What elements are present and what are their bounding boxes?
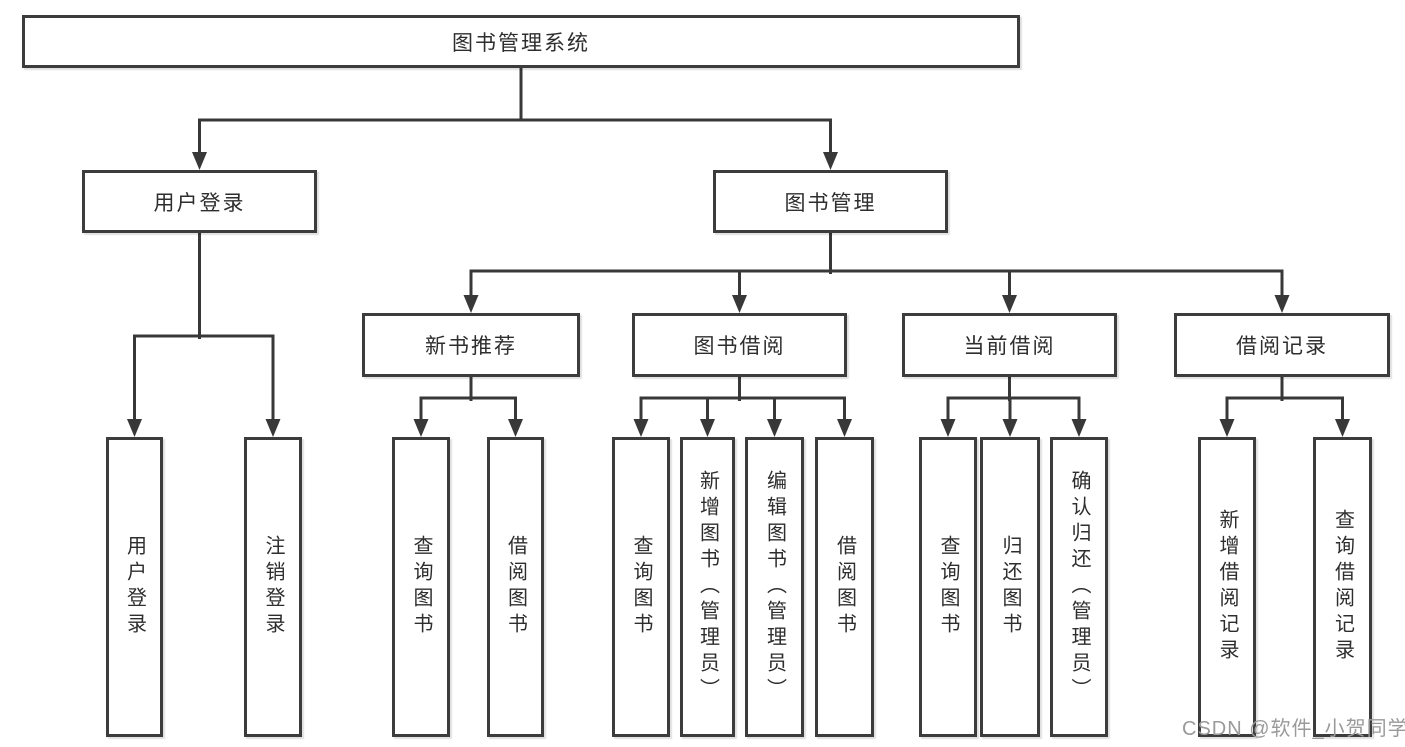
node-label: 新增借阅记录 (1216, 509, 1238, 665)
arrowhead (1071, 419, 1087, 437)
arrowhead (1002, 295, 1017, 313)
arrowhead (633, 419, 649, 437)
arrowhead (265, 419, 281, 437)
node-book-management: 图书管理 (713, 170, 948, 233)
node-label: 确认归还（管理员） (1068, 470, 1090, 704)
node-user-login-action: 用户登录 (106, 437, 163, 737)
arrowhead (127, 419, 142, 437)
node-query-books-current: 查询图书 (919, 437, 977, 737)
arrowhead (192, 152, 207, 170)
node-confirm-return-admin: 确认归还（管理员） (1050, 437, 1108, 737)
node-new-book-recommendation: 新书推荐 (362, 313, 580, 377)
node-label: 查询借阅记录 (1331, 509, 1354, 665)
node-borrow-books-recommend: 借阅图书 (487, 437, 544, 737)
node-current-borrowing: 当前借阅 (902, 313, 1117, 377)
node-label: 归还图书 (999, 535, 1021, 639)
arrowhead (463, 295, 479, 313)
node-user-login: 用户登录 (82, 170, 317, 233)
node-library-system: 图书管理系统 (22, 15, 1020, 68)
node-logout-action: 注销登录 (244, 437, 302, 737)
node-add-borrow-record: 新增借阅记录 (1198, 437, 1256, 737)
arrowhead (508, 419, 523, 437)
node-label: 图书管理系统 (452, 31, 590, 55)
node-label: 查询图书 (630, 535, 652, 639)
arrowhead (823, 152, 838, 170)
node-label: 借阅记录 (1236, 335, 1328, 358)
arrowhead (700, 419, 715, 437)
node-borrow-books: 借阅图书 (815, 437, 874, 737)
node-label: 借阅图书 (833, 535, 856, 639)
node-label: 查询图书 (937, 535, 959, 639)
arrowhead (732, 295, 747, 313)
arrowhead (1274, 295, 1290, 313)
node-borrowing-records: 借阅记录 (1174, 313, 1390, 377)
node-book-borrowing: 图书借阅 (632, 313, 847, 377)
node-edit-books-admin: 编辑图书（管理员） (745, 437, 804, 737)
node-add-books-admin: 新增图书（管理员） (680, 437, 735, 737)
node-label: 新书推荐 (425, 335, 517, 358)
node-query-borrow-record: 查询借阅记录 (1313, 437, 1372, 737)
arrowhead (767, 419, 782, 437)
arrowhead (1002, 419, 1018, 437)
node-label: 新增图书（管理员） (696, 470, 719, 704)
node-label: 图书借阅 (693, 335, 786, 358)
node-label: 注销登录 (262, 535, 284, 639)
node-label: 借阅图书 (504, 535, 527, 639)
node-return-books: 归还图书 (980, 437, 1040, 737)
node-label: 当前借阅 (963, 335, 1056, 358)
arrowhead (1335, 419, 1350, 437)
csdn-watermark: CSDN @软件_小贺同学 (1182, 718, 1405, 740)
node-label: 编辑图书（管理员） (763, 470, 786, 704)
arrowhead (413, 419, 429, 437)
node-label: 查询图书 (410, 535, 432, 639)
node-label: 用户登录 (153, 191, 246, 215)
arrowhead (837, 419, 852, 437)
node-query-books-borrowing: 查询图书 (612, 437, 670, 737)
arrowhead (1219, 419, 1235, 437)
arrowhead (940, 419, 956, 437)
node-query-books-recommend: 查询图书 (392, 437, 450, 737)
node-label: 图书管理 (784, 191, 877, 215)
node-label: 用户登录 (123, 535, 146, 639)
